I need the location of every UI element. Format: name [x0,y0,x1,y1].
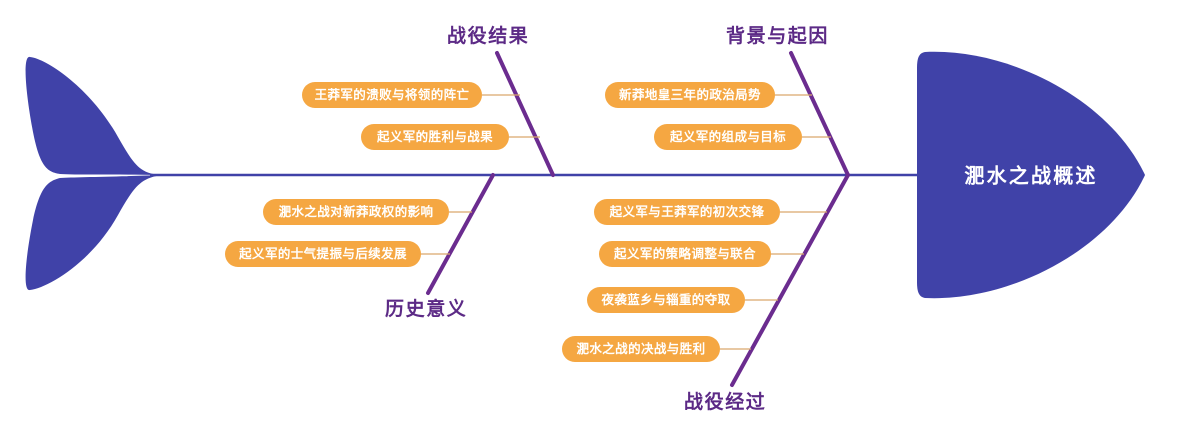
item-label: 起义军的胜利与战果 [376,129,493,144]
fishbone-item[interactable]: 淝水之战对新莽政权的影响 [263,199,449,225]
item-pill[interactable] [587,287,745,313]
category-bone-bottom-left[interactable] [426,173,495,295]
item-label: 淝水之战对新莽政权的影响 [279,204,434,219]
bones-layer [426,51,850,387]
item-pill[interactable] [302,82,482,108]
fish-tail [25,56,162,291]
connectors-layer [421,94,831,350]
item-label: 起义军的士气提振与后续发展 [238,246,407,261]
fish-head [917,51,1145,299]
category-label-bottom-right[interactable]: 战役经过 [684,390,766,413]
item-pill[interactable] [562,336,720,362]
item-label: 起义军与王莽军的初次交锋 [609,204,765,219]
item-label: 起义军的策略调整与联合 [613,246,756,261]
fishbone-item[interactable]: 夜袭蓝乡与辎重的夺取 [587,287,745,313]
item-label: 起义军的组成与目标 [669,129,786,144]
fishbone-item[interactable]: 新莽地皇三年的政治局势 [605,82,775,108]
fishbone-item[interactable]: 起义军的胜利与战果 [361,124,509,150]
fish-head-title: 淝水之战概述 [964,163,1097,187]
category-label-top-right[interactable]: 背景与起因 [726,24,829,47]
item-pill[interactable] [654,124,802,150]
item-pill[interactable] [225,241,421,267]
item-pill[interactable] [263,199,449,225]
category-bone-bottom-right[interactable] [730,173,850,387]
fishbone-item[interactable]: 起义军的士气提振与后续发展 [225,241,421,267]
category-bone-top-right[interactable] [789,51,850,177]
fishbone-item[interactable]: 王莽军的溃败与将领的阵亡 [302,82,482,108]
fishbone-item[interactable]: 起义军与王莽军的初次交锋 [594,199,780,225]
item-pill[interactable] [594,199,780,225]
category-label-top-left[interactable]: 战役结果 [447,24,529,47]
item-pill[interactable] [599,241,771,267]
item-pill[interactable] [361,124,509,150]
fishbone-item[interactable]: 淝水之战的决战与胜利 [562,336,720,362]
fishbone-item[interactable]: 起义军的组成与目标 [654,124,802,150]
fishbone-item[interactable]: 起义军的策略调整与联合 [599,241,771,267]
item-label: 新莽地皇三年的政治局势 [619,87,761,102]
item-label: 淝水之战的决战与胜利 [576,341,705,356]
item-label: 王莽军的溃败与将领的阵亡 [315,87,470,102]
category-bone-top-left[interactable] [495,51,555,177]
category-label-bottom-left[interactable]: 历史意义 [385,297,467,320]
item-label: 夜袭蓝乡与辎重的夺取 [600,292,730,307]
item-pill[interactable] [605,82,775,108]
